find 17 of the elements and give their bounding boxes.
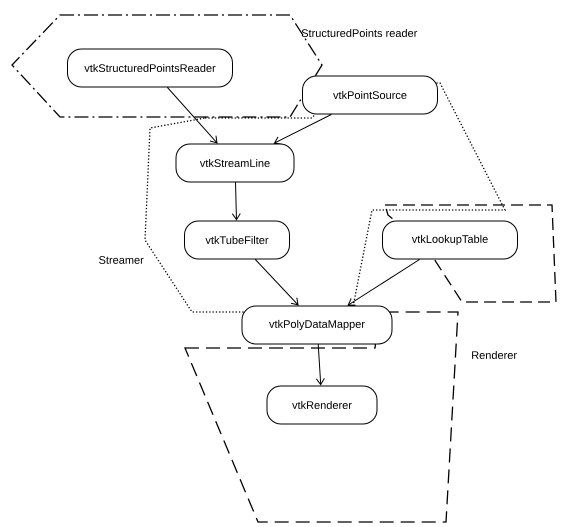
- node-label: Streamer: [99, 256, 144, 264]
- process-box: vtkRenderer: [266, 386, 378, 424]
- process-box: vtkPolyDataMapper: [242, 306, 392, 344]
- node-label: Renderer: [472, 350, 517, 360]
- arrow: [316, 344, 325, 386]
- arrow: [348, 259, 420, 306]
- process-box: vtkLookupTable: [382, 220, 518, 260]
- arrow: [166, 87, 218, 144]
- process-box: vtkStructuredPointsReader: [67, 48, 233, 88]
- group-outline: [384, 204, 557, 303]
- arrow: [274, 114, 332, 144]
- arrow: [254, 259, 299, 306]
- node-label: StructuredPoints reader: [302, 28, 418, 38]
- arrow: [232, 182, 241, 220]
- process-box: vtkTubeFilter: [184, 220, 290, 260]
- process-box: vtkPointSource: [302, 76, 438, 114]
- process-box: vtkStreamLine: [176, 144, 294, 182]
